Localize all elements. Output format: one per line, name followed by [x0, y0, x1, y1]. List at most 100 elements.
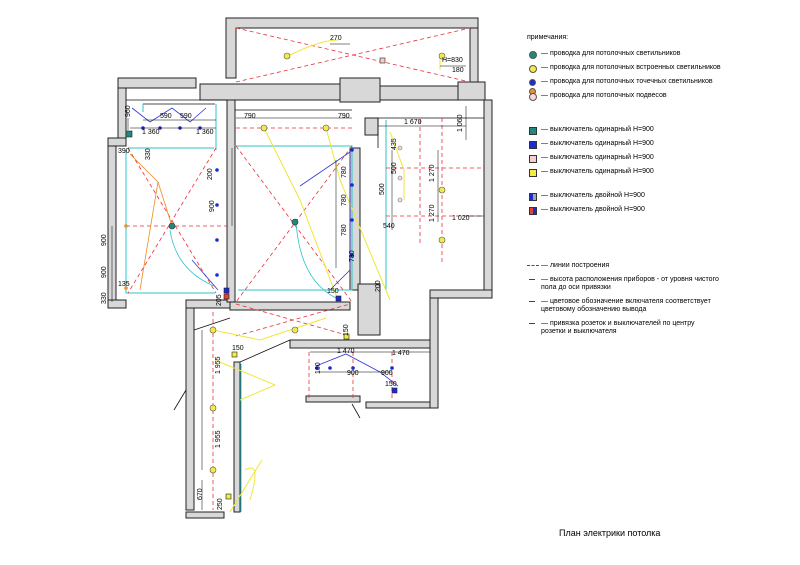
- dim-label: 900: [209, 200, 216, 212]
- dim-label: 1 955: [215, 430, 222, 448]
- double-switch-icon: [529, 193, 537, 201]
- dim-label: 270: [330, 35, 342, 42]
- dim-label: 1 670: [404, 119, 422, 126]
- legend-note: — линии построения: [527, 262, 795, 270]
- legend-switch-label: — выключатель одинарный H=900: [541, 140, 654, 147]
- pink-dot-icon: [529, 93, 537, 101]
- dim-label: 180: [452, 67, 464, 74]
- dim-label: 1 955: [215, 356, 222, 374]
- legend-note: — цветовое обозначение включателя соотве…: [527, 298, 731, 314]
- dim-label: 1 360: [142, 129, 160, 136]
- legend-item: — проводка для потолочных точечных свети…: [527, 78, 795, 95]
- line-icon: [529, 323, 535, 324]
- walls: [107, 17, 493, 519]
- dim-label: 900: [347, 370, 359, 377]
- dim-label: 390: [118, 148, 130, 155]
- teal-dot-icon: [529, 51, 537, 59]
- line-icon: [529, 279, 535, 280]
- legend-item: — проводка для потолочных встроенных све…: [527, 64, 795, 73]
- dim-label: 150: [343, 324, 350, 336]
- dim-label: 435: [391, 138, 398, 150]
- line-icon: [529, 301, 535, 302]
- switch-icon: [529, 169, 537, 177]
- yellow-dot-icon: [529, 65, 537, 73]
- legend-note: — высота расположения приборов - от уров…: [527, 276, 726, 292]
- dashed-line-icon: [527, 265, 539, 266]
- legend-switch-label: — выключатель одинарный H=900: [541, 126, 654, 133]
- switches: [125, 57, 398, 500]
- legend-note-label: — высота расположения приборов - от уров…: [541, 276, 719, 291]
- swing-arcs: [169, 221, 337, 299]
- switch-icon: [529, 141, 537, 149]
- legend-item: — проводка для потолочных подвесов: [527, 92, 795, 101]
- dim-label: 150: [385, 381, 397, 388]
- dim-label: 1 360: [196, 129, 214, 136]
- dimension-lines: [111, 43, 484, 510]
- legend-heading: примечания:: [527, 34, 569, 41]
- dim-label: 960: [125, 105, 132, 117]
- dim-label: 1 270: [429, 164, 436, 182]
- dim-label: 790: [338, 113, 350, 120]
- dim-label: 900: [101, 234, 108, 246]
- legend-item-label: — проводка для потолочных точечных свети…: [541, 78, 713, 85]
- legend-switch: — выключатель одинарный H=900: [527, 140, 795, 149]
- dim-label: 540: [383, 223, 395, 230]
- dim-label: 500: [379, 183, 386, 195]
- dim-label: 780: [341, 194, 348, 206]
- legend-item: — проводка для потолочных светильников: [527, 50, 795, 59]
- dim-label: 1 470: [392, 350, 410, 357]
- legend-item-label: — проводка для потолочных светильников: [541, 50, 681, 57]
- legend-double-switch: — выключатель двойной H=900: [527, 206, 795, 215]
- dim-label: 330: [145, 148, 152, 160]
- dim-label: 150: [232, 345, 244, 352]
- legend-switch: — выключатель одинарный H=900: [527, 126, 795, 135]
- drawing-title: План электрики потолка: [559, 528, 661, 538]
- blue-dot-icon: [529, 79, 536, 86]
- dim-label: 900: [101, 266, 108, 278]
- dim-label: 135: [118, 281, 130, 288]
- dim-label: 900: [381, 370, 393, 377]
- dimension-labels: 270 H=830 180 960 590 590 1 360 1 360 79…: [101, 35, 470, 510]
- cyan-lines: [125, 104, 387, 512]
- legend-note-label: — привязка розеток и выключателей по цен…: [541, 320, 695, 335]
- dim-label: 1 470: [337, 348, 355, 355]
- dim-label: 670: [197, 488, 204, 500]
- dim-label: 500: [391, 162, 398, 174]
- dim-label: 1 270: [429, 204, 436, 222]
- partitions: [126, 99, 484, 419]
- dim-label: 205: [216, 294, 223, 306]
- legend-double-switch-label: — выключатель двойной H=900: [541, 206, 645, 213]
- switch-icon: [529, 127, 537, 135]
- dim-label: 780: [341, 224, 348, 236]
- dim-label: 1 020: [452, 215, 470, 222]
- legend-note-label: — линии построения: [541, 262, 610, 269]
- dim-label: 150: [327, 288, 339, 295]
- legend: примечания: — проводка для потолочных св…: [527, 34, 795, 342]
- fixtures: [124, 52, 446, 474]
- dim-label: 590: [180, 113, 192, 120]
- dim-label: H=830: [442, 57, 463, 64]
- legend-note-label: — цветовое обозначение включателя соотве…: [541, 298, 711, 313]
- dim-label: 200: [375, 280, 382, 292]
- legend-switch-label: — выключатель одинарный H=900: [541, 154, 654, 161]
- yellow-wiring: [212, 39, 441, 513]
- legend-switch-label: — выключатель одинарный H=900: [541, 168, 654, 175]
- legend-item-label: — проводка для потолочных подвесов: [541, 92, 667, 99]
- dim-label: 160: [315, 362, 322, 374]
- dim-label: 790: [244, 113, 256, 120]
- dim-label: 590: [160, 113, 172, 120]
- legend-switch: — выключатель одинарный H=900: [527, 168, 795, 177]
- dim-label: 780: [349, 250, 356, 262]
- legend-double-switch-label: — выключатель двойной H=900: [541, 192, 645, 199]
- dim-label: 780: [341, 166, 348, 178]
- orange-wiring: [129, 153, 173, 291]
- legend-item-label: — проводка для потолочных встроенных све…: [541, 64, 721, 71]
- double-switch-icon: [529, 207, 537, 215]
- dim-label: 1 060: [457, 114, 464, 132]
- dim-label: 330: [101, 292, 108, 304]
- dim-label: 200: [207, 168, 214, 180]
- blue-wiring: [131, 107, 399, 387]
- dim-label: 250: [217, 498, 224, 510]
- switch-icon: [529, 155, 537, 163]
